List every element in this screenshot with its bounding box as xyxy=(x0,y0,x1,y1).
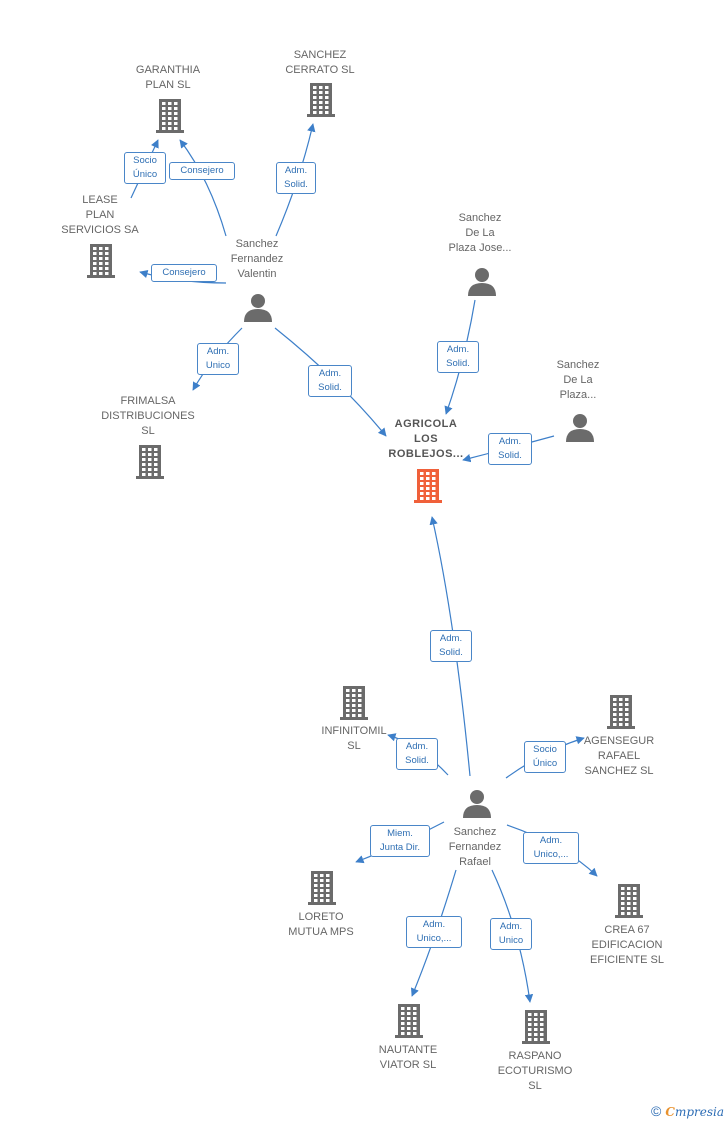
edge-label-valentin-garanthia[interactable]: Consejero xyxy=(169,162,235,180)
building-icon[interactable] xyxy=(607,695,635,729)
building-icon[interactable] xyxy=(307,83,335,117)
focus-building-icon[interactable] xyxy=(414,469,442,503)
edge-label-jose-agricola[interactable]: Adm. Solid. xyxy=(437,341,479,373)
edge-label-rafael-loreto[interactable]: Miem. Junta Dir. xyxy=(370,825,430,857)
edge-label-valentin-cerrato[interactable]: Adm. Solid. xyxy=(276,162,316,194)
building-icon[interactable] xyxy=(615,884,643,918)
node-label-lease[interactable]: LEASE PLAN SERVICIOS SA xyxy=(61,194,139,236)
edge-label-valentin-lease[interactable]: Consejero xyxy=(151,264,217,282)
node-label-infinitomil[interactable]: INFINITOMIL SL xyxy=(321,725,387,752)
node-label-rafael[interactable]: Sanchez Fernandez Rafael xyxy=(448,826,502,868)
node-label-agensegur[interactable]: AGENSEGUR RAFAEL SANCHEZ SL xyxy=(583,735,655,777)
edge-label-valentin-frimalsa[interactable]: Adm. Unico xyxy=(197,343,239,375)
node-label-nautante[interactable]: NAUTANTE VIATOR SL xyxy=(378,1044,438,1071)
person-icon[interactable] xyxy=(566,414,594,442)
edge-label-rafael-crea67[interactable]: Adm. Unico,... xyxy=(523,832,579,864)
building-icon[interactable] xyxy=(87,244,115,278)
edge-label-rafael-nautante[interactable]: Adm. Unico,... xyxy=(406,916,462,948)
building-icon[interactable] xyxy=(395,1004,423,1038)
person-icon[interactable] xyxy=(463,790,491,818)
footer-brand[interactable]: ©Cmpresia xyxy=(651,1103,724,1119)
edge-label-rafael-agensegur[interactable]: Socio Único xyxy=(524,741,566,773)
node-label-agricola[interactable]: AGRICOLA LOS ROBLEJOS... xyxy=(388,418,464,460)
person-icon[interactable] xyxy=(468,268,496,296)
node-label-plaza[interactable]: Sanchez De La Plaza... xyxy=(556,359,600,401)
building-icon[interactable] xyxy=(308,871,336,905)
building-icon[interactable] xyxy=(522,1010,550,1044)
node-label-jose[interactable]: Sanchez De La Plaza Jose... xyxy=(448,212,512,254)
icons-layer xyxy=(87,83,643,1044)
edge-valentin-garanthia xyxy=(179,139,227,237)
edge-label-plaza-agricola[interactable]: Adm. Solid. xyxy=(488,433,532,465)
edge-label-rafael-agricola[interactable]: Adm. Solid. xyxy=(430,630,472,662)
building-icon[interactable] xyxy=(156,99,184,133)
edge-label-valentin-agricola[interactable]: Adm. Solid. xyxy=(308,365,352,397)
node-label-cerrato[interactable]: SANCHEZ CERRATO SL xyxy=(285,49,355,76)
edge-label-lease-garanthia[interactable]: Socio Único xyxy=(124,152,166,184)
node-label-raspano[interactable]: RASPANO ECOTURISMO SL xyxy=(497,1050,573,1092)
edge-label-rafael-infinitomil[interactable]: Adm. Solid. xyxy=(396,738,438,770)
person-icon[interactable] xyxy=(244,294,272,322)
building-icon[interactable] xyxy=(340,686,368,720)
edge-label-rafael-raspano[interactable]: Adm. Unico xyxy=(490,918,532,950)
node-label-garanthia[interactable]: GARANTHIA PLAN SL xyxy=(135,64,201,91)
copyright-icon: © xyxy=(651,1103,662,1119)
node-label-crea67[interactable]: CREA 67 EDIFICACION EFICIENTE SL xyxy=(590,924,664,966)
node-label-valentin[interactable]: Sanchez Fernandez Valentin xyxy=(230,238,284,280)
brand-logo: Cmpresia xyxy=(665,1105,724,1119)
building-icon[interactable] xyxy=(136,445,164,479)
node-label-loreto[interactable]: LORETO MUTUA MPS xyxy=(288,911,354,938)
node-label-frimalsa[interactable]: FRIMALSA DISTRIBUCIONES SL xyxy=(101,395,195,437)
